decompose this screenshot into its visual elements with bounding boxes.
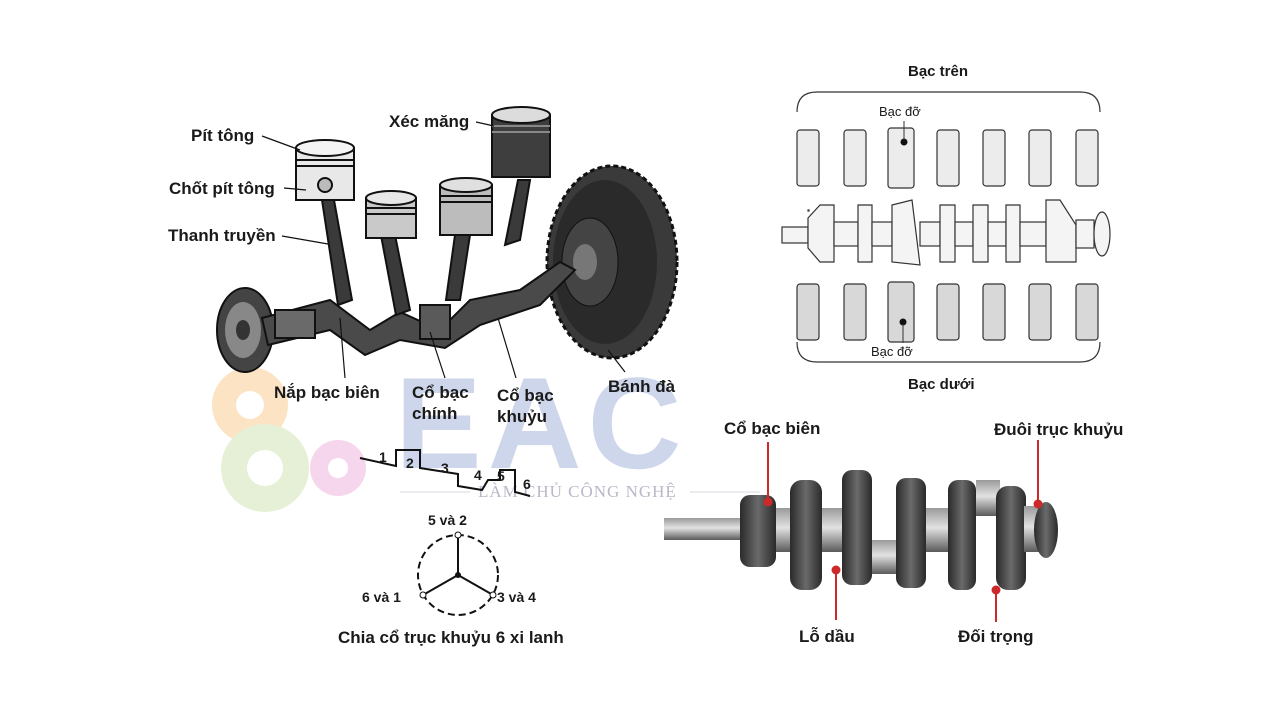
label-crank-journal-1: Cổ bạc	[497, 386, 554, 405]
firing-number-4: 4	[474, 467, 482, 483]
label-thrust-bottom: Bạc đỡ	[871, 344, 913, 359]
label-piston-ring: Xéc măng	[389, 112, 470, 131]
crankshaft-body-drawing	[260, 260, 577, 357]
upper-bearing-shells	[796, 127, 1099, 189]
pistons-drawing	[295, 106, 551, 239]
label-crank-tail: Đuôi trục khuỷu	[994, 420, 1124, 439]
crank-annotations	[763, 440, 1043, 622]
firing-number-1: 1	[379, 449, 387, 465]
label-flywheel: Bánh đà	[608, 377, 676, 396]
firing-caption: Chia cổ trục khuỷu 6 xi lanh	[338, 628, 564, 647]
firing-number-3: 3	[441, 460, 449, 476]
label-connecting-rod: Thanh truyền	[168, 226, 276, 245]
label-counterweight: Đối trọng	[958, 627, 1034, 646]
label-thrust-top: Bạc đỡ	[879, 104, 921, 119]
label-piston-pin: Chốt pít tông	[169, 179, 275, 198]
label-main-journal-2: chính	[412, 404, 458, 423]
connecting-rods-drawing	[320, 179, 532, 317]
label-rod-cap: Nắp bạc biên	[274, 383, 380, 402]
firing-pair-top: 5 và 2	[428, 512, 467, 528]
lower-bearing-shells	[796, 281, 1099, 343]
firing-pair-right: 3 và 4	[497, 589, 536, 605]
firing-pair-left: 6 và 1	[362, 589, 401, 605]
lower-bracket	[796, 341, 1101, 363]
label-piston: Pít tông	[191, 126, 255, 145]
label-rod-journal: Cổ bạc biên	[724, 419, 821, 438]
pulley-drawing	[216, 287, 274, 373]
label-oil-hole: Lỗ dầu	[799, 627, 855, 646]
crank-webs	[740, 470, 1058, 590]
label-upper-bearing: Bạc trên	[908, 63, 969, 80]
label-crank-journal-2: khuỷu	[497, 407, 548, 426]
label-lower-bearing: Bạc dưới	[908, 376, 975, 393]
firing-number-6: 6	[523, 476, 531, 492]
firing-number-5: 5	[497, 468, 505, 484]
crank-throw-line	[359, 449, 531, 497]
firing-number-2: 2	[406, 455, 414, 471]
label-main-journal-1: Cổ bạc	[412, 383, 469, 402]
bearing-diagram-crankshaft	[781, 199, 1111, 266]
flywheel-drawing	[545, 164, 679, 360]
engine-leader-lines	[261, 121, 626, 379]
upper-bracket	[796, 91, 1101, 113]
firing-circle	[417, 531, 499, 616]
